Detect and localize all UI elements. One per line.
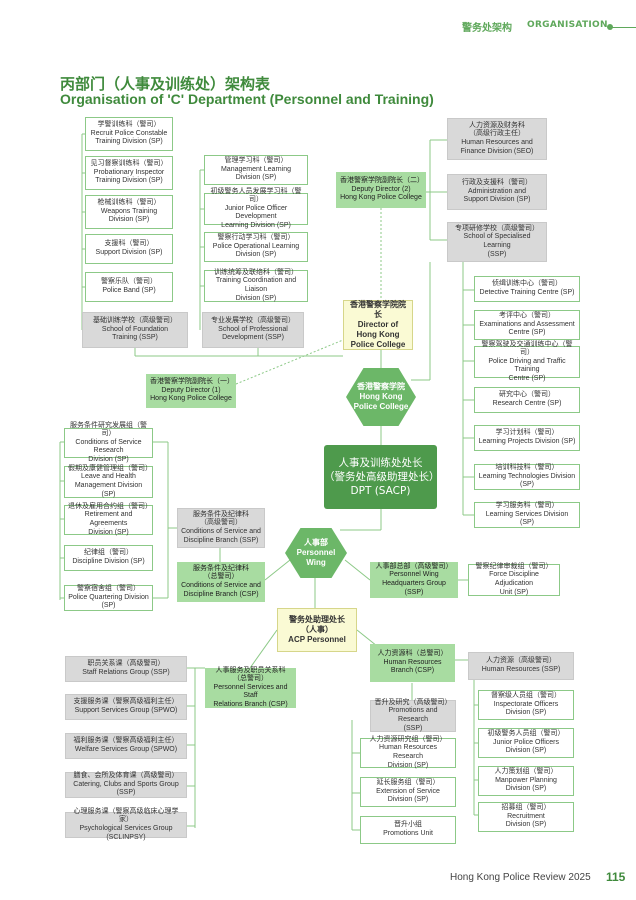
acp-personnel: 警务处助理处长（人事）ACP Personnel	[277, 608, 357, 652]
support-services-group: 支援服务课（警察高级福利主任）Support Services Group (S…	[65, 694, 187, 720]
psychological-services-group: 心理服务课（警察高级临床心理学家）Psychological Services …	[65, 808, 187, 841]
police-band: 警察乐队（警司）Police Band (SP)	[85, 272, 173, 302]
deputy-director-2: 香港警察学院副院长（二）Deputy Director (2)Hong Kong…	[336, 172, 426, 208]
force-discipline-adjudication-unit: 警察纪律审裁组（警司）Force Discipline Adjudication…	[468, 563, 560, 596]
discipline-division: 纪律组（警司）Discipline Division (SP)	[64, 545, 153, 571]
driving-traffic-training-centre: 警察驾驶及交通训练中心（警司）Police Driving and Traffi…	[474, 341, 580, 382]
page-number: 115	[606, 870, 626, 884]
header-rule	[612, 27, 636, 28]
training-coordination-liaison-division: 训练统筹及联络科（警司）Training Coordination and Li…	[204, 269, 308, 302]
page-title-en: Organisation of 'C' Department (Personne…	[60, 91, 434, 107]
detective-training-centre: 侦缉训练中心（警司）Detective Training Centre (SP)	[474, 276, 580, 302]
promotions-research: 晋升及研究（高级警司）Promotions and Research(SSP)	[370, 699, 456, 732]
catering-clubs-sports-group: 膳食、会所及体育课（高级警司）Catering, Clubs and Sport…	[65, 772, 187, 798]
learning-technologies-division: 培训科技科（警司）Learning Technologies Division …	[474, 464, 580, 490]
learning-projects-division: 学习计划科（警司）Learning Projects Division (SP)	[474, 425, 580, 451]
jpo-development-learning-division: 初级警务人员发展学习科（警司）Junior Police Officer Dev…	[204, 188, 308, 229]
dpt-sacp: 人事及训练处处长（警务处高级助理处长）DPT (SACP)	[324, 445, 440, 509]
support-division: 支援科（警司）Support Division (SP)	[85, 234, 173, 264]
personnel-services-staff-relations-branch: 人事服务及职员关系科（总警司）Personnel Services and St…	[205, 667, 296, 708]
page-title-zh: 丙部门（人事及训练处）架构表	[60, 75, 271, 93]
learning-services-division: 学习服务科（警司）Learning Services Division (SP)	[474, 502, 580, 528]
footer-publication: Hong Kong Police Review 2025	[450, 872, 591, 883]
header-dot	[607, 24, 613, 30]
police-quartering-division: 警察宿舍组（警司）Police Quartering Division (SP)	[64, 585, 153, 611]
section-label-zh: 警务处架构	[462, 23, 512, 34]
school-of-specialised-learning: 专项研修学校（高级警司）School of Specialised Learni…	[447, 222, 547, 262]
conditions-of-service-research-division: 服务条件研究发展组（警司）Conditions of Service Resea…	[64, 422, 153, 463]
human-resources-ssp: 人力资源（高级警司）Human Resources (SSP)	[468, 652, 574, 680]
staff-relations-group: 职员关系课（高级警司）Staff Relations Group (SSP)	[65, 656, 187, 682]
research-centre: 研究中心（警司）Research Centre (SP)	[474, 387, 580, 413]
welfare-services-group: 福利服务课（警察高级福利主任）Welfare Services Group (S…	[65, 733, 187, 759]
deputy-director-1: 香港警察学院副院长（一）Deputy Director (1)Hong Kong…	[146, 374, 236, 408]
section-label-en: ORGANISATION	[527, 20, 608, 30]
